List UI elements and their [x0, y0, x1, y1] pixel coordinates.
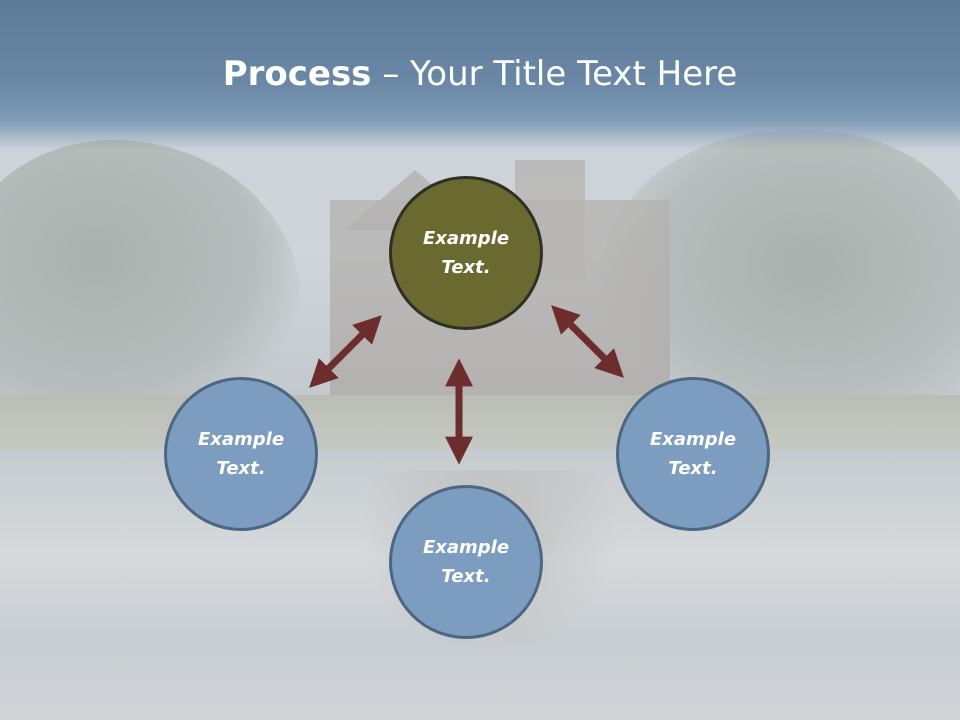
arrow-left-diagonal	[309, 315, 382, 388]
title-band	[0, 0, 960, 150]
node-label-bottom: Example Text.	[422, 537, 510, 587]
process-node-right: Example Text.	[616, 377, 770, 531]
background-riverbank	[0, 395, 960, 450]
process-node-bottom: Example Text.	[389, 485, 543, 639]
process-node-top: Example Text.	[389, 176, 543, 330]
slide-title: Process – Your Title Text Here	[0, 48, 960, 100]
node-label-right: Example Text.	[649, 429, 737, 479]
node-label-left: Example Text.	[197, 429, 285, 479]
arrow-right-diagonal	[551, 305, 624, 378]
process-node-left: Example Text.	[164, 377, 318, 531]
title-rest: – Your Title Text Here	[371, 54, 738, 94]
node-label-top: Example Text.	[422, 228, 510, 278]
title-bold: Process	[222, 54, 372, 94]
